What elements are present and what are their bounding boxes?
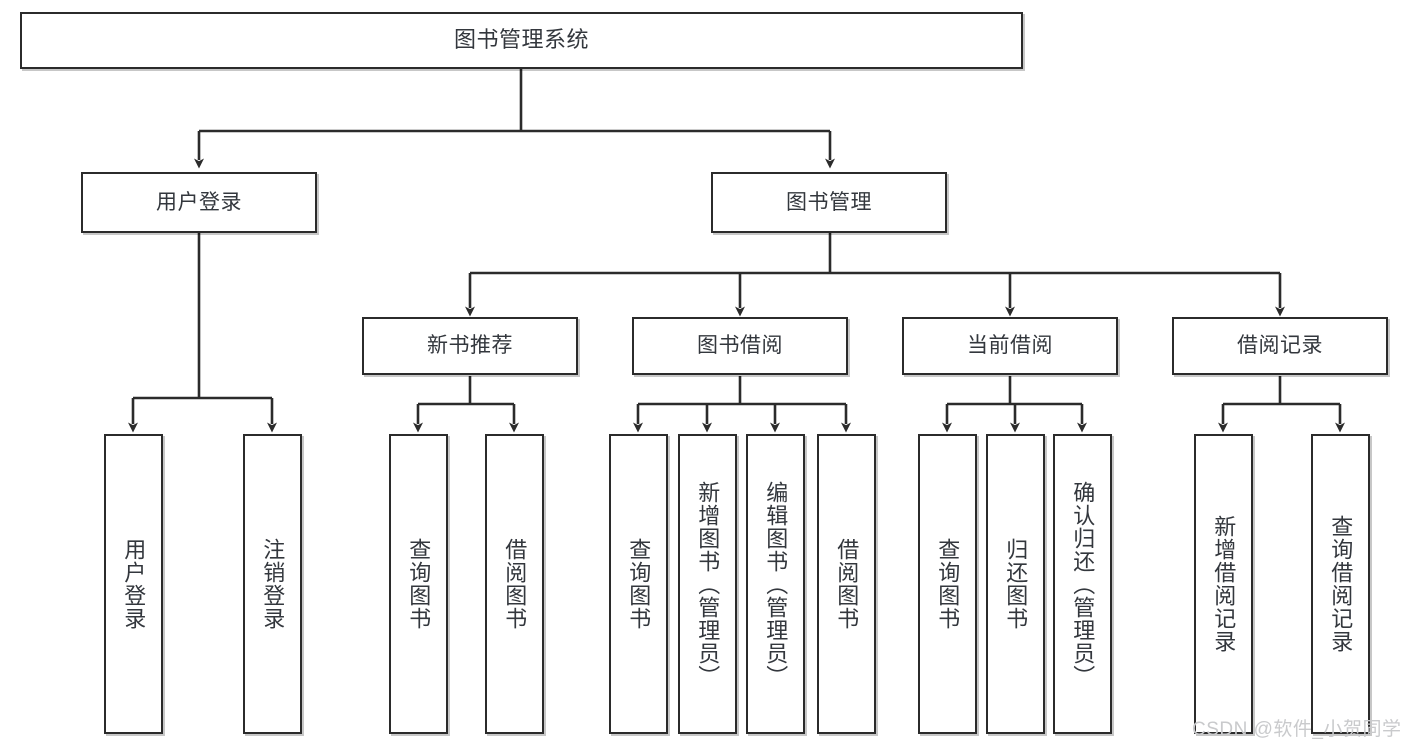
node-new-book-recommend-label: 新书推荐 [427,334,513,358]
edges-userlogin-to-leaves [128,233,277,433]
node-leaf-query-record[interactable]: 查询借阅记录 [1311,434,1370,734]
node-root-label: 图书管理系统 [453,27,589,53]
node-leaf-user-login[interactable]: 用户登录 [104,434,163,734]
node-leaf-confirm-return[interactable]: 确认归还（管理员） [1053,434,1112,734]
node-leaf-add-record[interactable]: 新增借阅记录 [1194,434,1253,734]
node-leaf-edit-book-label: 编辑图书（管理员） [763,480,789,688]
node-borrow-record[interactable]: 借阅记录 [1172,317,1388,375]
node-leaf-user-login-label: 用户登录 [121,538,147,630]
edges-bookmanage-to-level3 [465,233,1285,317]
edges-bookborrow-to-leaves [633,376,851,433]
node-book-manage-label: 图书管理 [786,190,872,214]
node-leaf-add-book-label: 新增图书（管理员） [695,480,721,688]
node-leaf-user-logout[interactable]: 注销登录 [243,434,302,734]
node-leaf-query-book-rec[interactable]: 查询图书 [389,434,448,734]
node-leaf-query-book-cur[interactable]: 查询图书 [918,434,977,734]
node-leaf-query-book-cur-label: 查询图书 [935,538,961,630]
node-book-borrow-label: 图书借阅 [697,334,783,358]
node-book-manage[interactable]: 图书管理 [711,172,947,233]
node-new-book-recommend[interactable]: 新书推荐 [362,317,578,375]
node-leaf-return-book[interactable]: 归还图书 [986,434,1045,734]
node-leaf-add-record-label: 新增借阅记录 [1211,515,1237,653]
node-leaf-user-logout-label: 注销登录 [260,538,286,630]
node-leaf-query-book-rec-label: 查询图书 [406,538,432,630]
edges-borrowrecord-to-leaves [1218,376,1345,433]
node-user-login[interactable]: 用户登录 [81,172,317,233]
node-book-borrow[interactable]: 图书借阅 [632,317,848,375]
node-leaf-edit-book[interactable]: 编辑图书（管理员） [746,434,805,734]
node-leaf-query-book-borrow-label: 查询图书 [626,538,652,630]
node-user-login-label: 用户登录 [156,190,242,214]
node-leaf-add-book[interactable]: 新增图书（管理员） [678,434,737,734]
node-leaf-confirm-return-label: 确认归还（管理员） [1070,480,1096,688]
edges-currentborrow-to-leaves [942,376,1087,433]
node-leaf-borrow-book-label: 借阅图书 [834,538,860,630]
node-current-borrow[interactable]: 当前借阅 [902,317,1118,375]
node-root[interactable]: 图书管理系统 [20,12,1023,69]
node-current-borrow-label: 当前借阅 [967,334,1053,358]
node-borrow-record-label: 借阅记录 [1237,334,1323,358]
node-leaf-borrow-book[interactable]: 借阅图书 [817,434,876,734]
edges-root-to-level2 [194,69,835,169]
node-leaf-borrow-book-rec[interactable]: 借阅图书 [485,434,544,734]
node-leaf-query-record-label: 查询借阅记录 [1328,515,1354,653]
node-leaf-query-book-borrow[interactable]: 查询图书 [609,434,668,734]
node-leaf-return-book-label: 归还图书 [1003,538,1029,630]
node-leaf-borrow-book-rec-label: 借阅图书 [502,538,528,630]
edges-newbook-to-leaves [413,376,519,433]
